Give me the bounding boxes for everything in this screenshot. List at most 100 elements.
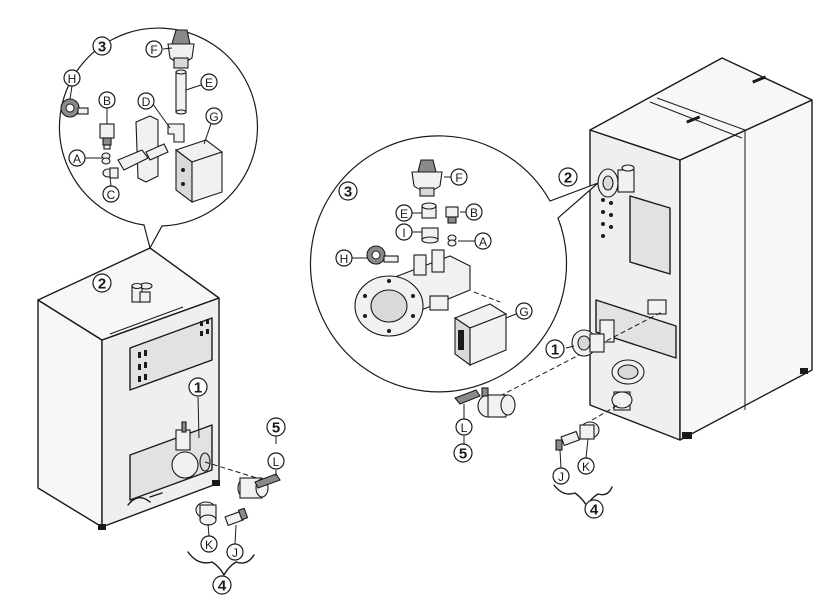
svg-text:H: H (340, 252, 349, 266)
left-label-B: B (98, 91, 116, 109)
left-detail-bubble (58, 27, 259, 250)
right-labels: 2 3 1 5 4 F E B I A H G L K J (335, 167, 604, 519)
right-part-flange (354, 275, 424, 337)
right-callout-2: 2 (558, 167, 578, 187)
svg-text:A: A (73, 152, 81, 166)
left-label-L: L (267, 452, 285, 470)
svg-text:A: A (479, 235, 487, 249)
right-part-K-coupling (579, 421, 600, 440)
svg-text:H: H (68, 72, 77, 86)
left-label-D: D (137, 92, 155, 110)
right-label-F: F (450, 168, 468, 186)
right-label-H: H (335, 249, 353, 267)
svg-text:1: 1 (551, 342, 559, 359)
left-label-A: A (68, 149, 86, 167)
right-cabinet (589, 57, 813, 441)
svg-text:K: K (205, 538, 213, 552)
right-pump-group (599, 299, 667, 411)
left-cabinet (37, 247, 220, 530)
svg-text:J: J (232, 546, 238, 560)
right-lower-panel (595, 299, 677, 359)
left-label-K: K (200, 535, 218, 553)
right-callout-4: 4 (584, 499, 604, 519)
left-part-B-vent (99, 123, 115, 150)
right-part-L-ball-valve (454, 387, 516, 418)
left-part-J-drain-valve (224, 507, 249, 527)
left-callout-1: 1 (188, 377, 208, 397)
svg-text:I: I (402, 226, 405, 240)
right-part-A-nipple (447, 234, 457, 247)
right-detail-leaders (352, 176, 517, 319)
right-part-E-nipple (421, 202, 437, 219)
svg-text:K: K (582, 460, 590, 474)
left-label-C: C (102, 185, 120, 203)
right-label-E: E (395, 204, 413, 222)
right-label-B: B (465, 203, 483, 221)
svg-text:J: J (558, 470, 564, 484)
left-part-F-safety-valve (167, 29, 195, 69)
svg-text:L: L (461, 421, 468, 435)
right-callout-5: 5 (453, 443, 473, 463)
left-pump-group (171, 421, 211, 479)
svg-text:C: C (107, 188, 116, 202)
right-label-A: A (474, 232, 492, 250)
right-label-G: G (515, 302, 533, 320)
left-brace-4 (187, 551, 255, 576)
svg-text:B: B (103, 94, 111, 108)
left-part-D-elbow (167, 123, 185, 143)
right-part-B-vent (445, 206, 459, 224)
right-part-F-safety-valve (411, 159, 443, 197)
left-label-G: G (205, 107, 223, 125)
left-exploded-parts (187, 396, 281, 576)
svg-text:F: F (150, 43, 157, 57)
left-label-F: F (145, 40, 163, 58)
right-part-H-gauge (366, 245, 399, 265)
left-part-K-coupling (195, 501, 217, 526)
left-label-E: E (200, 73, 218, 91)
svg-text:1: 1 (194, 380, 202, 397)
right-assembly: 2 3 1 5 4 F E B I A H G L K J (309, 57, 813, 519)
svg-text:D: D (142, 95, 151, 109)
svg-text:2: 2 (98, 276, 106, 293)
svg-text:4: 4 (590, 502, 599, 519)
right-brace-4 (553, 484, 613, 507)
svg-text:L: L (273, 455, 280, 469)
svg-text:2: 2 (564, 170, 572, 187)
left-control-panel (129, 317, 213, 391)
left-part-L-ball-valve (237, 473, 281, 499)
right-part-G-box (453, 303, 508, 367)
left-label-H: H (63, 69, 81, 87)
svg-text:F: F (455, 171, 462, 185)
right-control-panel (629, 195, 671, 275)
svg-text:5: 5 (459, 446, 467, 463)
svg-text:3: 3 (344, 184, 352, 201)
right-callout-1: 1 (545, 339, 565, 359)
right-part-I-fitting (421, 227, 439, 244)
right-detail-bubble (309, 135, 599, 393)
right-label-K: K (577, 457, 595, 475)
right-top-flange (597, 164, 635, 198)
right-label-L: L (455, 418, 473, 436)
svg-text:G: G (519, 305, 528, 319)
right-exploded-parts (454, 311, 663, 507)
left-part-E-pipe (175, 69, 187, 115)
right-part-1-flange (571, 329, 605, 357)
right-label-J: J (552, 467, 570, 485)
left-callout-3: 3 (92, 36, 112, 56)
left-callout-2: 2 (92, 273, 112, 293)
svg-text:4: 4 (218, 578, 227, 595)
svg-text:B: B (470, 206, 478, 220)
svg-text:E: E (400, 207, 408, 221)
left-assembly: 2 3 1 5 4 F E H B D G A C L K J (37, 27, 286, 595)
left-callout-4: 4 (212, 575, 232, 595)
right-label-I: I (395, 223, 413, 241)
left-part-H-gauge (60, 98, 89, 118)
svg-text:G: G (209, 110, 218, 124)
left-label-J: J (226, 543, 244, 561)
svg-text:E: E (205, 76, 213, 90)
right-callout-3: 3 (338, 181, 358, 201)
left-top-fitting (131, 282, 153, 303)
left-part-manifold (117, 115, 169, 183)
